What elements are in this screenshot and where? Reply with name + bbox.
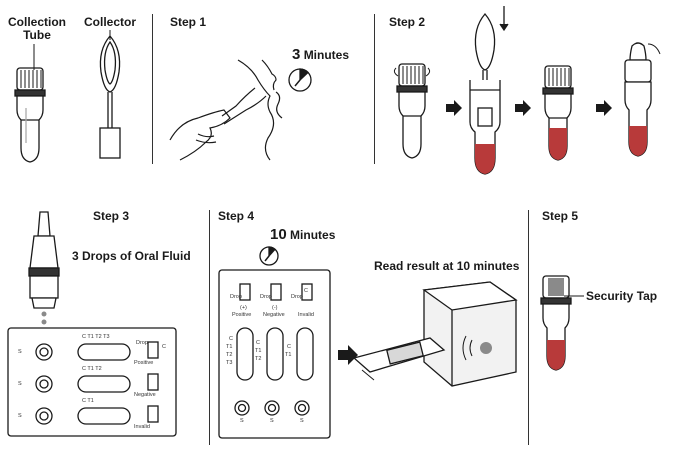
- step3-s-label-3: S: [18, 413, 22, 419]
- curved-arrow-icon: [647, 43, 661, 55]
- step4-s-label-3: S: [300, 418, 304, 424]
- step4-lines-b-t1: T1: [255, 348, 262, 354]
- step5-sealed-tube: [540, 275, 572, 371]
- read-result-label: Read result at 10 minutes: [374, 259, 520, 273]
- step4-drop-label-3: Drop: [291, 294, 303, 300]
- step4-lines-a-t1: T1: [226, 344, 233, 350]
- rotate-arrow-icon: [393, 67, 431, 77]
- collector-drawing: [99, 35, 121, 159]
- step4-timer: 10 Minutes: [270, 226, 336, 243]
- step4-result-windows: [236, 327, 314, 381]
- divider-top-2: [374, 14, 375, 164]
- step4-c-label: C: [304, 288, 308, 294]
- security-tap-label: Security Tap: [586, 289, 658, 303]
- step4-neg-sign: (-): [272, 305, 278, 311]
- arrow-right-icon-2: [515, 100, 531, 116]
- step1-timer-value: 3: [292, 46, 301, 63]
- step4-lines-c-t1: T1: [285, 352, 292, 358]
- reader-device: [352, 281, 518, 387]
- step2-tube-3: [542, 65, 574, 161]
- step4-pos-label: Positive: [232, 312, 252, 318]
- step4-stopwatch-icon: [259, 246, 279, 266]
- step4-title: Step 4: [218, 209, 255, 223]
- step4-s-label-2: S: [270, 418, 274, 424]
- step4-lines-a-t2: T2: [226, 352, 233, 358]
- step1-timer-unit: Minutes: [303, 48, 350, 62]
- step3-test-card: [7, 327, 177, 437]
- stopwatch-icon: [288, 68, 312, 92]
- step4-s-label-1: S: [240, 418, 244, 424]
- step4-lines-b-c: C: [256, 340, 260, 346]
- step4-inv-label: Invalid: [298, 312, 314, 318]
- down-arrow-icon: [499, 6, 509, 32]
- step4-lines-c-c: C: [287, 344, 291, 350]
- step4-lines-a-c: C: [229, 336, 233, 342]
- divider-bottom-2: [528, 210, 529, 445]
- step3-neg-label: Negative: [134, 392, 156, 398]
- step3-drop-label: Drop: [136, 340, 148, 346]
- step3-result-windows: [77, 343, 131, 425]
- step2-tube-4: [624, 42, 652, 157]
- step3-s-label-1: S: [18, 349, 22, 355]
- step3-pos-label: Positive: [134, 360, 154, 366]
- collection-tube-drawing: [14, 67, 46, 163]
- step4-timer-unit: Minutes: [290, 228, 336, 242]
- divider-top-1: [152, 14, 153, 164]
- collection-tube-label: Collection Tube: [8, 16, 66, 42]
- step3-window-label-3: C T1: [82, 398, 94, 404]
- arrow-right-icon-3: [596, 100, 612, 116]
- step3-s-label-2: S: [18, 381, 22, 387]
- step3-window-label-1: C T1 T2 T3: [82, 334, 110, 340]
- step3-instruction: 3 Drops of Oral Fluid: [72, 249, 191, 263]
- arrow-right-icon-1: [446, 100, 462, 116]
- collector-label: Collector: [84, 15, 137, 29]
- step3-sample-wells: [35, 343, 53, 425]
- step3-c-label: C: [162, 344, 166, 350]
- step4-lines-a-t3: T3: [226, 360, 233, 366]
- step4-lines-b-t2: T2: [255, 356, 262, 362]
- step4-sample-wells: [234, 400, 310, 416]
- step3-dropper-tube: [28, 211, 60, 309]
- step4-pos-sign: (+): [240, 305, 247, 311]
- step3-legend-boxes: [147, 341, 159, 423]
- step4-drop-label-1: Drop: [230, 294, 242, 300]
- step3-window-label-2: C T1 T2: [82, 366, 102, 372]
- step4-test-card: [218, 269, 331, 439]
- step2-tube-2-with-swab: [469, 13, 501, 175]
- step1-face-hand-drawing: [169, 59, 283, 161]
- step4-drop-label-2: Drop: [260, 294, 272, 300]
- step4-timer-value: 10: [270, 226, 287, 243]
- step5-title: Step 5: [542, 209, 579, 223]
- step4-legend-boxes: [239, 283, 313, 301]
- arrow-right-icon-4: [338, 345, 358, 365]
- step3-inv-label: Invalid: [134, 424, 150, 430]
- step1-title: Step 1: [170, 15, 207, 29]
- collection-tube-text: Collection Tube: [8, 15, 67, 42]
- step3-title: Step 3: [93, 209, 130, 223]
- step1-timer: 3 Minutes: [292, 46, 350, 63]
- step2-title: Step 2: [389, 15, 426, 29]
- divider-bottom-1: [209, 210, 210, 445]
- step4-neg-label: Negative: [263, 312, 285, 318]
- step2-tube-1: [396, 63, 428, 159]
